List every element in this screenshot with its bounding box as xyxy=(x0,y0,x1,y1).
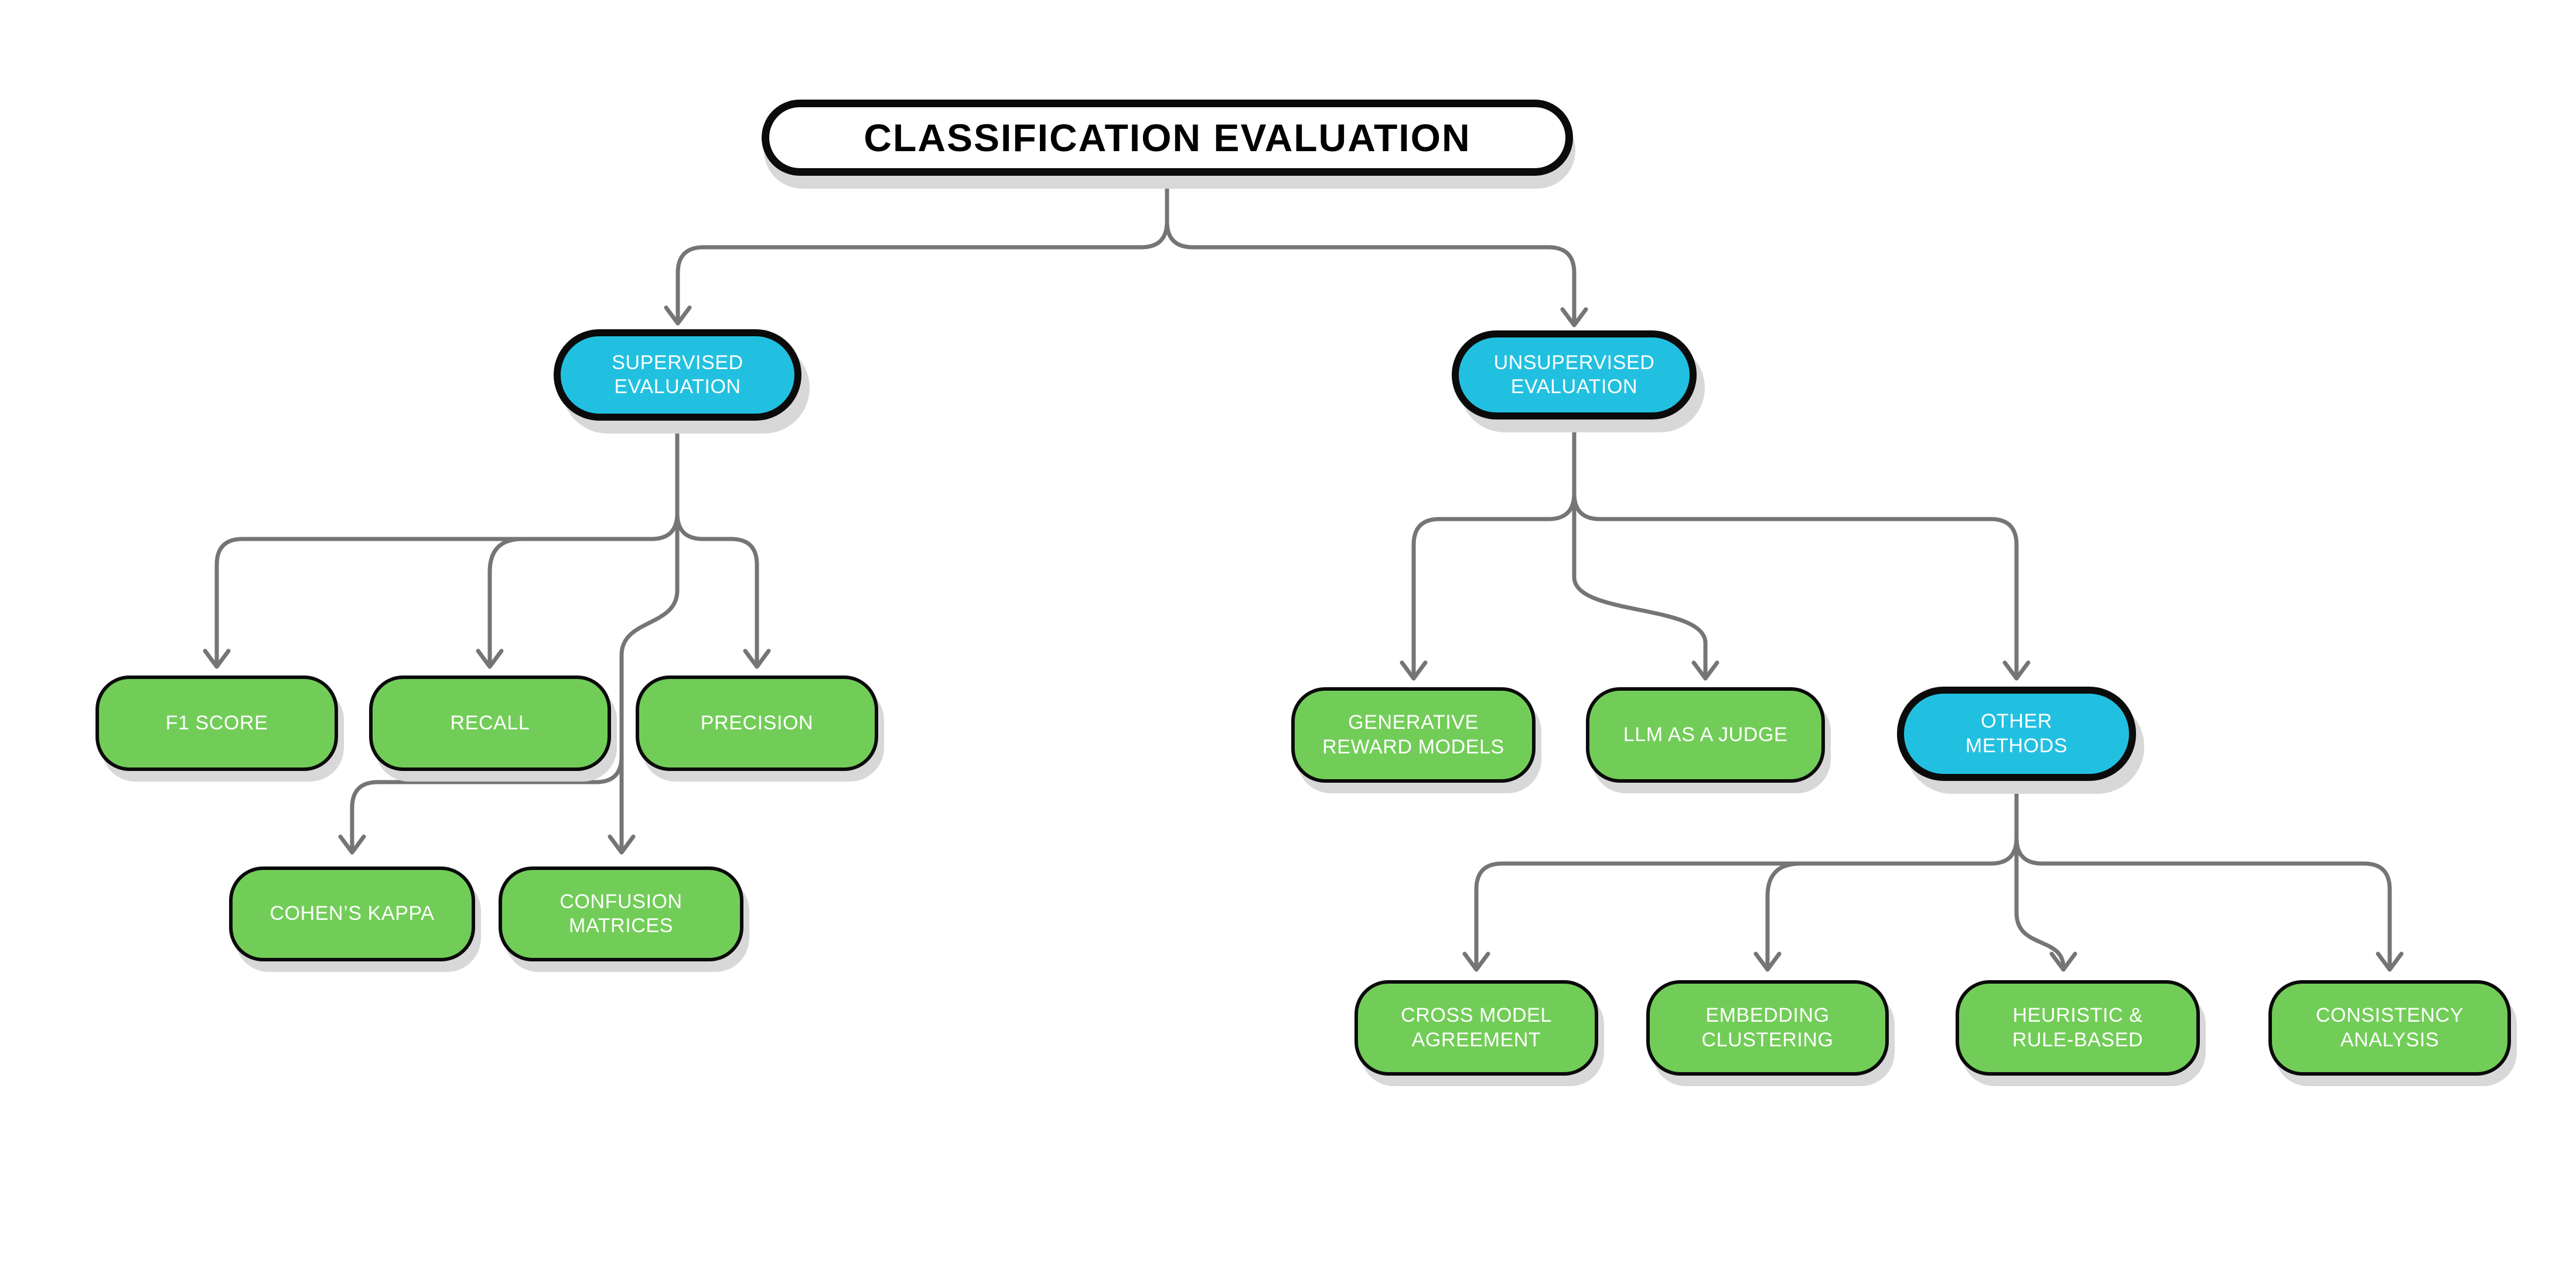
node-embedding-clustering: EMBEDDING CLUSTERING xyxy=(1646,980,1889,1076)
node-label: HEURISTIC & RULE-BASED xyxy=(2012,1004,2144,1051)
node-confusion-matrices: CONFUSION MATRICES xyxy=(499,866,743,961)
node-label: CLASSIFICATION EVALUATION xyxy=(864,115,1471,159)
node-label: CROSS MODEL AGREEMENT xyxy=(1401,1004,1552,1051)
node-label: RECALL xyxy=(450,711,530,734)
arrowhead-heuristic-rule-based xyxy=(2049,951,2077,972)
connector-supervised-recall xyxy=(487,537,525,667)
arrowhead-generative-reward-models xyxy=(1400,660,1428,681)
node-consistency-analysis: CONSISTENCY ANALYSIS xyxy=(2268,980,2511,1076)
arrowhead-supervised xyxy=(664,305,692,326)
connector-other-methods-embedding-clustering xyxy=(1765,861,1803,970)
node-recall: RECALL xyxy=(369,675,611,771)
connector-root-unsupervised xyxy=(1165,175,1577,325)
arrowhead-embedding-clustering xyxy=(1753,951,1782,972)
connector-root-supervised xyxy=(675,175,1169,323)
arrowhead-recall xyxy=(476,649,504,669)
arrowhead-precision xyxy=(743,649,771,669)
arrowhead-other-methods xyxy=(2002,660,2031,681)
connector-supervised-precision xyxy=(675,511,759,667)
arrowhead-llm-as-a-judge xyxy=(1691,660,1719,681)
arrowhead-cross-model-agreement xyxy=(1462,951,1490,972)
arrowhead-unsupervised xyxy=(1560,307,1588,327)
node-cohens-kappa: COHEN’S KAPPA xyxy=(229,866,475,961)
connector-unsupervised-other-methods xyxy=(1572,417,2019,678)
connector-other-methods-heuristic-rule-based xyxy=(2014,835,2066,970)
connector-supervised-f1-score xyxy=(214,418,680,667)
connector-supervised-cohens-kappa xyxy=(350,754,624,852)
node-label: GENERATIVE REWARD MODELS xyxy=(1322,711,1504,758)
node-label: SUPERVISED EVALUATION xyxy=(612,351,743,398)
node-label: PRECISION xyxy=(700,711,814,734)
node-generative-reward-models: GENERATIVE REWARD MODELS xyxy=(1291,687,1536,783)
arrowhead-confusion-matrices xyxy=(608,834,636,855)
arrowhead-f1-score xyxy=(203,649,231,669)
node-unsupervised-evaluation: UNSUPERVISED EVALUATION xyxy=(1452,330,1697,419)
node-precision: PRECISION xyxy=(636,675,878,771)
node-heuristic-rule-based: HEURISTIC & RULE-BASED xyxy=(1956,980,2200,1076)
node-label: COHEN’S KAPPA xyxy=(269,902,435,925)
arrowhead-consistency-analysis xyxy=(2376,951,2404,972)
node-cross-model-agreement: CROSS MODEL AGREEMENT xyxy=(1354,980,1598,1076)
node-label: UNSUPERVISED EVALUATION xyxy=(1493,351,1655,398)
connector-other-methods-cross-model-agreement xyxy=(1474,779,2019,970)
node-f1-score: F1 SCORE xyxy=(95,675,338,771)
node-classification-evaluation: CLASSIFICATION EVALUATION xyxy=(762,100,1573,176)
node-label: EMBEDDING CLUSTERING xyxy=(1701,1004,1834,1051)
connector-unsupervised-llm-as-a-judge xyxy=(1572,491,1708,678)
node-label: CONSISTENCY ANALYSIS xyxy=(2315,1004,2464,1051)
node-label: CONFUSION MATRICES xyxy=(559,890,683,937)
arrowhead-cohens-kappa xyxy=(338,834,366,855)
node-llm-as-a-judge: LLM AS A JUDGE xyxy=(1586,687,1825,783)
node-supervised-evaluation: SUPERVISED EVALUATION xyxy=(554,329,801,421)
connector-unsupervised-generative-reward-models xyxy=(1411,417,1577,678)
connector-supervised-confusion-matrices xyxy=(619,511,680,852)
node-label: LLM AS A JUDGE xyxy=(1623,723,1788,746)
node-label: OTHER METHODS xyxy=(1965,710,2068,757)
node-label: F1 SCORE xyxy=(165,711,268,734)
node-other-methods: OTHER METHODS xyxy=(1897,687,2136,781)
connector-other-methods-consistency-analysis xyxy=(2014,835,2392,970)
